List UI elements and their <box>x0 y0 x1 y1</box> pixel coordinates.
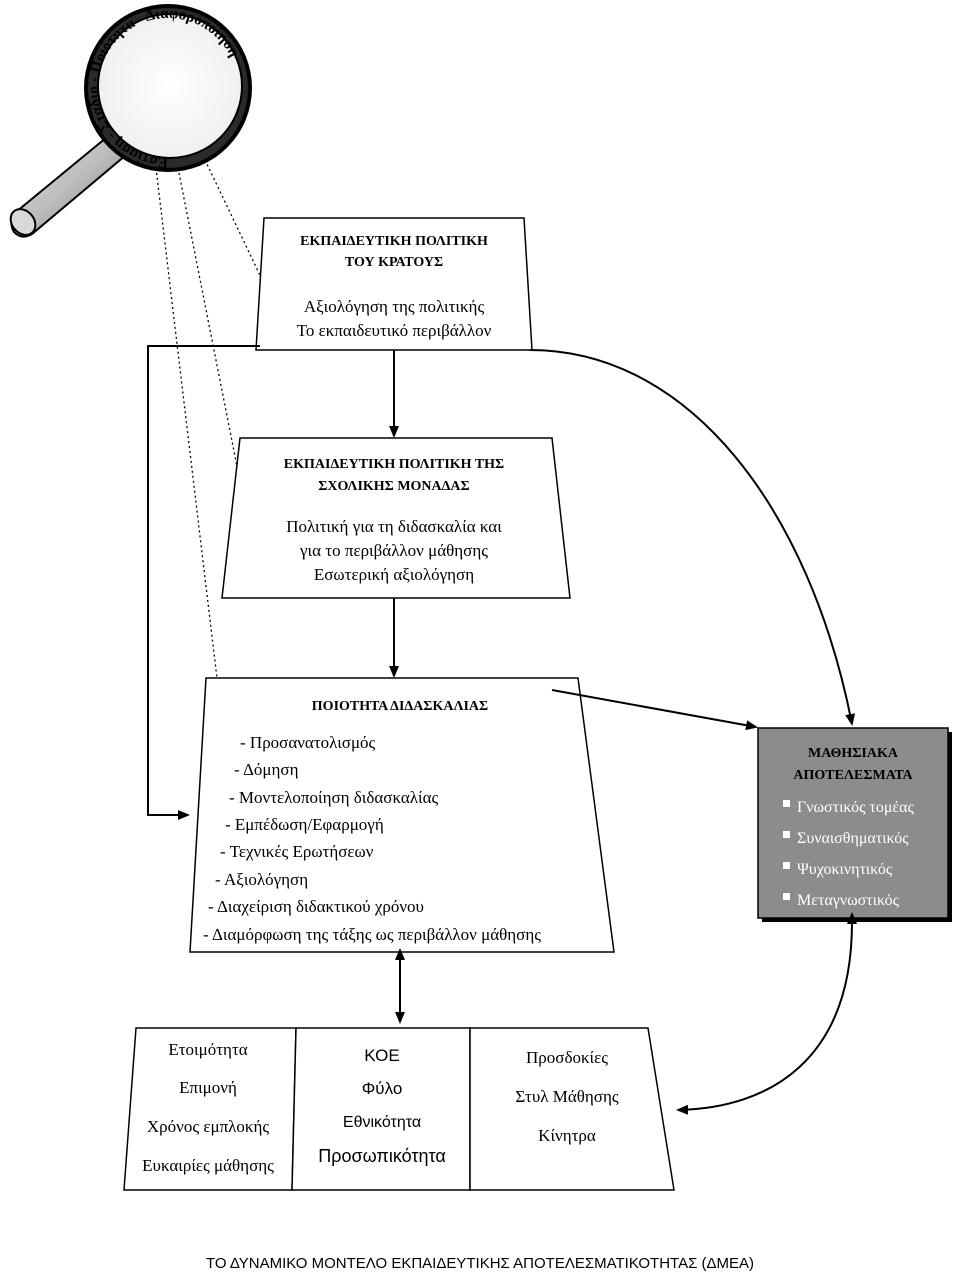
student-factor-item: Φύλο <box>362 1079 403 1098</box>
arrow-state-to-teaching <box>147 345 260 820</box>
connectors <box>147 345 857 1115</box>
arrow-state-to-outcomes <box>529 349 855 726</box>
learning-outcomes-title-2: ΑΠΟΤΕΛΕΣΜΑΤΑ <box>793 768 913 783</box>
student-factor-item: Εθνικότητα <box>343 1114 421 1131</box>
teaching-quality-item: - Μοντελοποίηση διδασκαλίας <box>229 788 438 807</box>
learning-outcomes-box: ΜΑΘΗΣΙΑΚΑ ΑΠΟΤΕΛΕΣΜΑΤΑ Γνωστικός τομέας … <box>757 727 952 922</box>
learning-outcome-item: Ψυχοκινητικός <box>797 861 893 878</box>
teaching-quality-title: ΠΟΙΟΤΗΤΑ ΔΙΔΑΣΚΑΛΙΑΣ <box>312 699 488 714</box>
magnifying-glass-icon: Εστίαση - Σταδιο - Ποιότητα - Διαφοροποί… <box>9 4 252 238</box>
teaching-quality-item: - Δόμηση <box>234 760 298 779</box>
student-factor-item: Κίνητρα <box>538 1126 596 1145</box>
student-factor-item: Επιμονή <box>179 1078 237 1097</box>
learning-outcome-item: Μεταγνωστικός <box>797 892 900 909</box>
arrow-teaching-to-outcomes <box>551 689 758 731</box>
teaching-quality-box: ΠΟΙΟΤΗΤΑ ΔΙΔΑΣΚΑΛΙΑΣ - Προσανατολισμός -… <box>189 677 615 953</box>
teaching-quality-item: - Αξιολόγηση <box>215 870 308 889</box>
student-factor-item: Ετοιμότητα <box>168 1040 247 1059</box>
focus-lines <box>155 159 269 721</box>
learning-outcomes-title-1: ΜΑΘΗΣΙΑΚΑ <box>808 746 899 761</box>
teaching-quality-item: - Προσανατολισμός <box>240 733 376 752</box>
learning-outcome-item: Γνωστικός τομέας <box>797 799 915 816</box>
student-factors-box: Ετοιμότητα Επιμονή Χρόνος εμπλοκής Ευκαι… <box>123 1027 675 1191</box>
teaching-quality-item: - Διαμόρφωση της τάξης ως περιβάλλον μάθ… <box>203 925 541 944</box>
student-factor-item: Προσωπικότητα <box>318 1146 446 1166</box>
student-factor-item: Ευκαιρίες μάθησης <box>142 1156 274 1175</box>
teaching-quality-item: - Διαχείριση διδακτικού χρόνου <box>208 897 424 916</box>
school-policy-line-1: Πολιτική για τη διδασκαλία και <box>286 517 502 536</box>
learning-outcome-item: Συναισθηματικός <box>797 830 909 847</box>
school-policy-line-2: για το περιβάλλον μάθησης <box>299 541 488 560</box>
school-policy-title-1: ΕΚΠΑΙΔΕΥΤΙΚΗ ΠΟΛΙΤΙΚΗ ΤΗΣ <box>284 457 504 472</box>
student-factor-item: Χρόνος εμπλοκής <box>147 1117 269 1136</box>
diagram-caption: ΤΟ ΔΥΝΑΜΙΚΟ ΜΟΝΤΕΛΟ ΕΚΠΑΙΔΕΥΤΙΚΗΣ ΑΠΟΤΕΛ… <box>206 1255 754 1272</box>
student-factor-item: Προσδοκίες <box>526 1048 608 1067</box>
state-policy-box: ΕΚΠΑΙΔΕΥΤΙΚΗ ΠΟΛΙΤΙΚΗ ΤΟΥ ΚΡΑΤΟΥΣ Αξιολό… <box>255 217 533 351</box>
school-policy-title-2: ΣΧΟΛΙΚΗΣ ΜΟΝΑΔΑΣ <box>318 479 469 494</box>
school-policy-line-3: Εσωτερική αξιολόγηση <box>314 565 474 584</box>
teaching-quality-item: - Τεχνικές Ερωτήσεων <box>220 842 374 861</box>
student-factor-item: Στυλ Μάθησης <box>515 1087 618 1106</box>
bullet-icon <box>783 831 790 838</box>
student-factor-item: ΚΟΕ <box>364 1046 399 1065</box>
state-policy-title-2: ΤΟΥ ΚΡΑΤΟΥΣ <box>345 255 443 270</box>
bullet-icon <box>783 800 790 807</box>
school-policy-box: ΕΚΠΑΙΔΕΥΤΙΚΗ ΠΟΛΙΤΙΚΗ ΤΗΣ ΣΧΟΛΙΚΗΣ ΜΟΝΑΔ… <box>221 437 571 599</box>
bullet-icon <box>783 893 790 900</box>
state-policy-title-1: ΕΚΠΑΙΔΕΥΤΙΚΗ ΠΟΛΙΤΙΚΗ <box>300 234 488 249</box>
state-policy-line-1: Αξιολόγηση της πολιτικής <box>304 297 485 316</box>
arrow-outcomes-factors <box>676 912 857 1115</box>
state-policy-line-2: Το εκπαιδευτικό περιβάλλον <box>297 321 492 340</box>
teaching-quality-item: - Εμπέδωση/Εφαρμογή <box>225 815 384 834</box>
bullet-icon <box>783 862 790 869</box>
